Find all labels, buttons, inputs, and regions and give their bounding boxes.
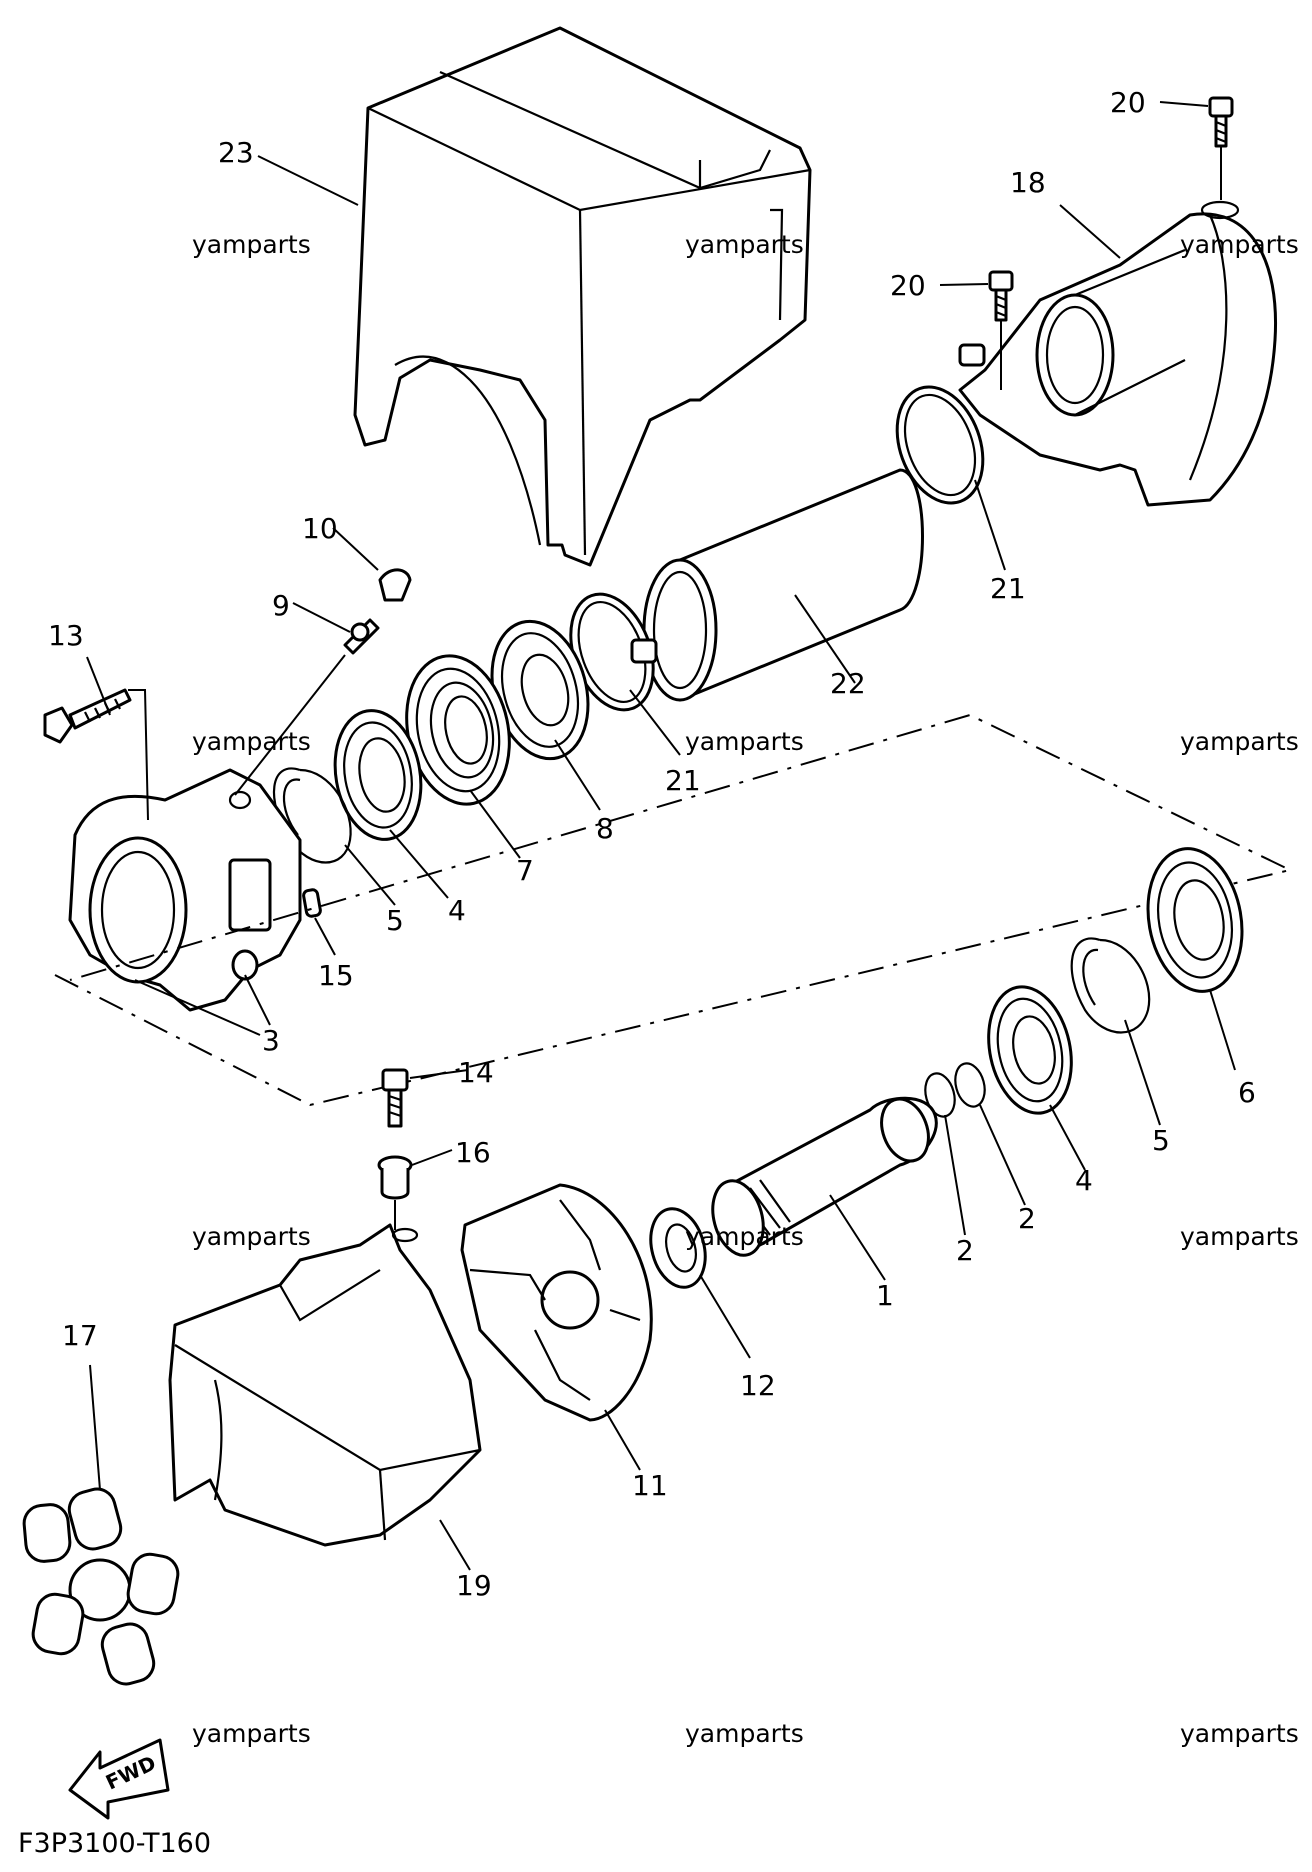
watermark: yamparts	[1180, 727, 1299, 756]
diagram-code: F3P3100-T160	[18, 1828, 211, 1859]
watermark: yamparts	[192, 1719, 311, 1748]
callout-5-upper: 5	[386, 904, 404, 937]
callout-5-lower: 5	[1152, 1124, 1170, 1157]
callout-10: 10	[302, 512, 338, 545]
part-23-cover	[353, 26, 812, 567]
callout-23: 23	[218, 136, 254, 169]
callout-15: 19	[456, 1569, 492, 1602]
callout-leaders	[86, 101, 1236, 1571]
callout-18: 16	[455, 1136, 491, 1169]
part-12-washer	[649, 1207, 707, 1289]
watermarks: yamparts yamparts yamparts yamparts yamp…	[192, 230, 1299, 1748]
callout-2-right: 2	[1018, 1202, 1036, 1235]
part-4-bearing-lower	[987, 985, 1073, 1115]
watermark: yamparts	[192, 727, 311, 756]
part-16-damper	[22, 1487, 180, 1686]
callout-4-lower: 4	[1075, 1164, 1093, 1197]
part-20-bolt-lower	[988, 270, 1014, 390]
callout-16: 17	[62, 1319, 98, 1352]
part-10-cap	[378, 568, 412, 602]
part-20-bolt-upper	[1208, 96, 1234, 200]
part-22-hose	[642, 468, 924, 702]
watermark: yamparts	[1180, 1719, 1299, 1748]
callout-2-left: 2	[956, 1234, 974, 1267]
callout-21-lower: 21	[665, 764, 701, 797]
callout-3: 3	[262, 1024, 280, 1057]
forward-arrow-icon: FWD	[68, 1738, 170, 1820]
callout-11: 11	[632, 1469, 668, 1502]
callout-4-upper: 4	[448, 894, 466, 927]
watermark: yamparts	[192, 230, 311, 259]
watermark: yamparts	[685, 1222, 804, 1251]
callout-22: 22	[830, 667, 866, 700]
callout-9: 9	[272, 589, 290, 622]
watermark: yamparts	[685, 1719, 804, 1748]
callout-7: 7	[516, 854, 534, 887]
callout-20-lower: 20	[890, 269, 926, 302]
callout-8: 8	[596, 812, 614, 845]
callout-19: 18	[1010, 166, 1046, 199]
part-1-shaft	[711, 1096, 938, 1257]
callout-labels: 23 20 18 20 21 22 10 9 13 21 8 7 4 5 15 …	[48, 86, 1256, 1602]
watermark: yamparts	[685, 230, 804, 259]
callout-20-upper: 20	[1110, 86, 1146, 119]
part-4-bearing-upper	[333, 709, 423, 841]
watermark: yamparts	[1180, 230, 1299, 259]
callout-14: 14	[458, 1056, 494, 1089]
callout-1: 1	[876, 1279, 894, 1312]
callout-17: 15	[318, 959, 354, 992]
watermark: yamparts	[685, 727, 804, 756]
part-15-guard	[168, 1223, 482, 1547]
watermark: yamparts	[1180, 1222, 1299, 1251]
part-9-grease-nipple	[234, 618, 380, 796]
part-6-bearing	[1146, 847, 1244, 993]
part-11-coupling	[460, 1183, 653, 1422]
assembly-dashed-outline	[54, 713, 1293, 1107]
callout-12: 12	[740, 1369, 776, 1402]
part-14-bolt	[381, 1068, 409, 1128]
callout-21-upper: 21	[990, 572, 1026, 605]
part-5-circlip-upper	[272, 767, 352, 864]
callout-6: 6	[1238, 1076, 1256, 1109]
callout-13: 13	[48, 619, 84, 652]
part-21-hose-clamp-upper	[895, 343, 986, 505]
watermark: yamparts	[192, 1222, 311, 1251]
part-2-o-ring-b	[954, 1062, 986, 1108]
part-19-bracket	[958, 200, 1278, 507]
part-3-housing	[68, 768, 302, 1012]
part-13-bolt	[43, 688, 149, 821]
part-18-collar	[377, 1155, 413, 1230]
part-17-dowel-pin	[302, 888, 322, 918]
part-5-circlip-lower	[1070, 937, 1151, 1034]
